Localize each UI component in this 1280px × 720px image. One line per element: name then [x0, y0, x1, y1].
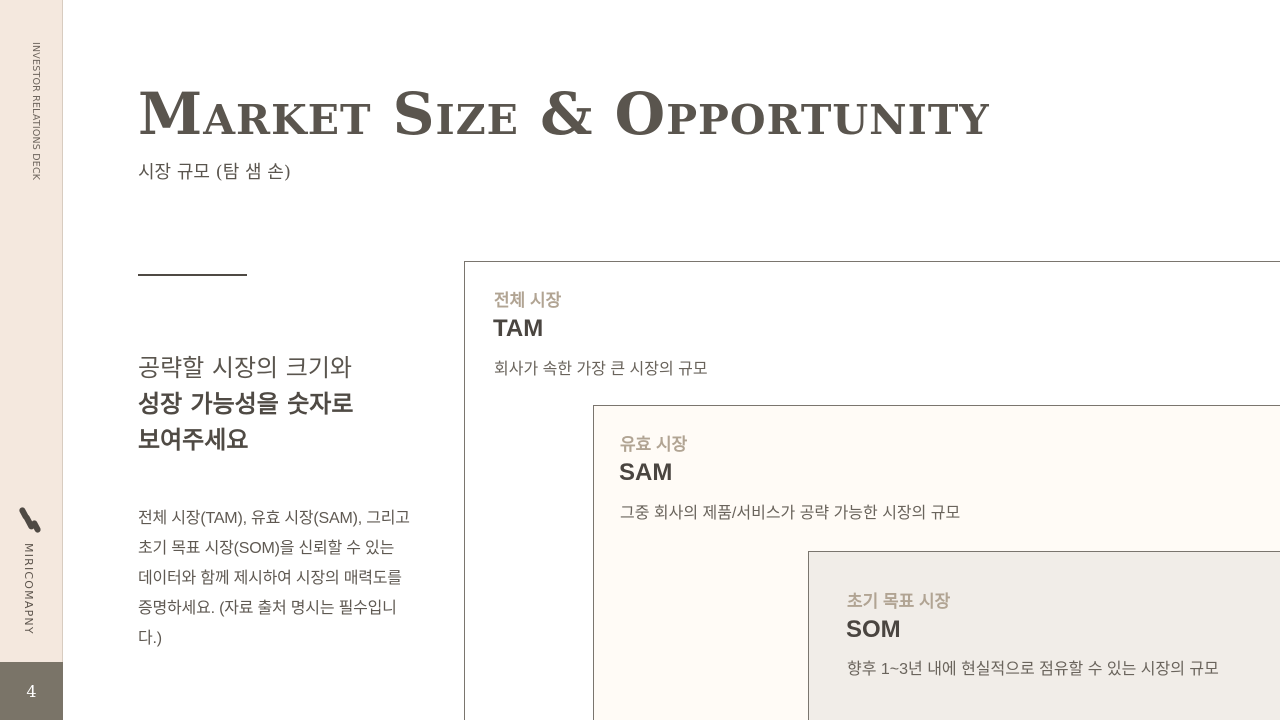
tam-korean-label: 전체 시장: [494, 291, 562, 310]
brand-name: MIRICOMAPNY: [22, 543, 35, 635]
headline: 공략할 시장의 크기와 성장 가능성을 숫자로 보여주세요: [138, 350, 438, 458]
page-number: 4: [0, 662, 63, 720]
tam-description: 회사가 속한 가장 큰 시장의 규모: [494, 361, 708, 378]
description-text: 전체 시장(TAM), 유효 시장(SAM), 그리고 초기 목표 시장(SOM…: [138, 510, 410, 647]
tam-label: TAM: [493, 315, 544, 342]
som-box: 초기 목표 시장 SOM 향후 1~3년 내에 현실적으로 점유할 수 있는 시…: [808, 551, 1280, 720]
headline-line-3: 보여주세요: [138, 425, 249, 454]
headline-line-1: 공략할 시장의 크기와: [138, 354, 352, 382]
headline-line-2: 성장 가능성을 숫자로: [138, 389, 354, 418]
deck-label: INVESTOR RELATIONS DECK: [30, 42, 41, 181]
divider-rule: [138, 274, 247, 276]
sam-korean-label: 유효 시장: [620, 435, 688, 454]
sam-description: 그중 회사의 제품/서비스가 공략 가능한 시장의 규모: [620, 505, 961, 522]
som-label: SOM: [846, 616, 901, 643]
brand-logo-icon: [19, 507, 41, 533]
slide-subtitle: 시장 규모 (탐 샘 손): [138, 162, 291, 183]
som-korean-label: 초기 목표 시장: [847, 592, 951, 611]
slide-title: Market Size & Opportunity: [138, 80, 990, 148]
sam-label: SAM: [619, 459, 673, 486]
som-description: 향후 1~3년 내에 현실적으로 점유할 수 있는 시장의 규모: [847, 661, 1219, 678]
sidebar: INVESTOR RELATIONS DECK MIRICOMAPNY 4: [0, 0, 63, 720]
